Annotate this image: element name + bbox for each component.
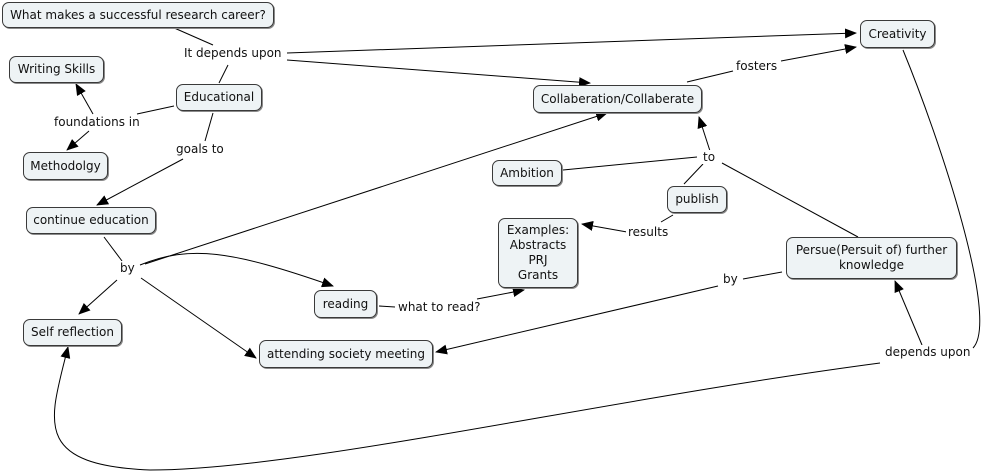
- concept-creativity[interactable]: Creativity: [860, 20, 935, 48]
- link-it-depends-upon[interactable]: It depends upon: [182, 46, 284, 60]
- edge-educational-depends: [218, 64, 229, 84]
- edge-persue-by: [742, 271, 783, 280]
- edge-creativity-depends: [902, 49, 981, 349]
- edge-depends-collaboration: [286, 59, 591, 88]
- edge-foundations-writing: [75, 83, 94, 115]
- edge-collaboration-fosters: [686, 70, 734, 83]
- concept-question[interactable]: What makes a successful research career?: [2, 2, 274, 28]
- edge-continue-by: [103, 236, 123, 262]
- edge-by-collaboration: [144, 111, 608, 265]
- edge-educational-goals: [204, 112, 214, 142]
- edge-question-depends: [171, 26, 214, 46]
- edge-goals-continue: [96, 158, 184, 206]
- edge-educational-foundations: [136, 105, 175, 115]
- concept-examples[interactable]: Examples: Abstracts PRJ Grants: [498, 218, 578, 288]
- edge-by-society2: [435, 285, 719, 355]
- edge-results-examples: [581, 221, 628, 233]
- concept-methodology[interactable]: Methodolgy: [23, 152, 108, 180]
- edge-by-society: [140, 277, 257, 359]
- edge-publish-results: [660, 214, 674, 223]
- link-what-to-read[interactable]: what to read?: [396, 300, 483, 314]
- edge-persue-to: [721, 162, 859, 238]
- concept-collaboration[interactable]: Collaberation/Collaberate: [533, 85, 702, 113]
- edge-what-examples: [476, 287, 525, 300]
- edge-publish-to: [683, 163, 704, 185]
- edge-fosters-creativity: [780, 44, 857, 62]
- edge-by-self: [78, 279, 118, 315]
- link-to[interactable]: to: [701, 150, 718, 164]
- examples-line: Examples:: [506, 223, 570, 237]
- examples-line: Grants: [517, 268, 559, 282]
- link-by[interactable]: by: [118, 261, 137, 275]
- link-foundations-in[interactable]: foundations in: [52, 115, 142, 129]
- concept-writing-skills[interactable]: Writing Skills: [9, 56, 104, 83]
- edge-depends-persue: [894, 280, 923, 346]
- concept-educational[interactable]: Educational: [176, 84, 262, 111]
- edge-reading-what: [378, 305, 396, 308]
- edge-depends-self: [53, 346, 881, 471]
- edge-to-collaboration: [697, 116, 711, 152]
- edge-by-reading: [139, 252, 334, 288]
- concept-continue-education[interactable]: continue education: [26, 207, 156, 234]
- concept-persue-knowledge[interactable]: Persue(Persuit of) further knowledge: [786, 237, 957, 279]
- link-by-2[interactable]: by: [721, 272, 740, 286]
- edge-ambition-to: [562, 156, 698, 171]
- link-depends-upon[interactable]: depends upon: [883, 345, 973, 359]
- concept-self-reflection[interactable]: Self reflection: [23, 319, 122, 346]
- concept-ambition[interactable]: Ambition: [492, 160, 562, 186]
- concept-reading[interactable]: reading: [314, 290, 377, 318]
- link-fosters[interactable]: fosters: [734, 59, 780, 73]
- concept-publish[interactable]: publish: [667, 186, 727, 213]
- link-goals-to[interactable]: goals to: [174, 142, 226, 156]
- edge-foundations-methodology: [66, 130, 90, 151]
- concept-society-meeting[interactable]: attending society meeting: [259, 340, 433, 368]
- examples-line: PRJ: [528, 253, 548, 267]
- persue-line: knowledge: [838, 258, 905, 272]
- persue-line: Persue(Persuit of) further: [795, 243, 948, 257]
- link-results[interactable]: results: [626, 225, 671, 239]
- examples-line: Abstracts: [509, 238, 567, 252]
- edge-depends-creativity: [286, 28, 857, 54]
